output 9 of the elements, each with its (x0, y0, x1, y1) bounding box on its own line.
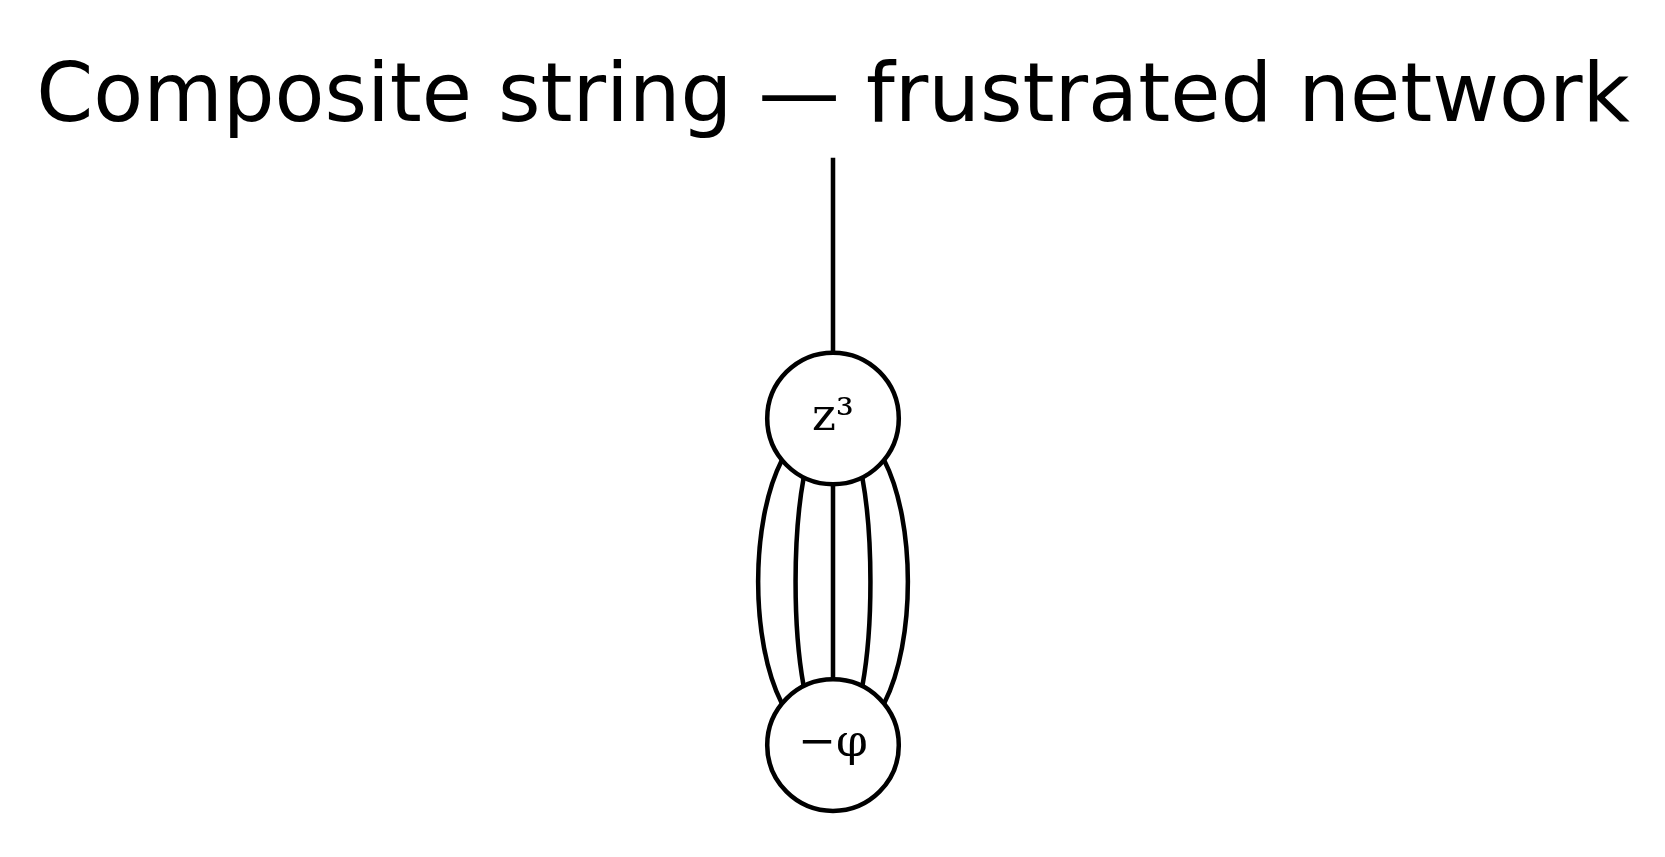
diagram-title: Composite string — frustrated network (35, 44, 1630, 140)
connector (792, 476, 806, 686)
connector (859, 476, 873, 686)
connector (830, 483, 835, 678)
node-circle: z³ (764, 349, 901, 487)
connector (830, 157, 835, 352)
node-circle: −φ (764, 676, 901, 813)
connector (755, 458, 784, 704)
connector (881, 458, 910, 704)
